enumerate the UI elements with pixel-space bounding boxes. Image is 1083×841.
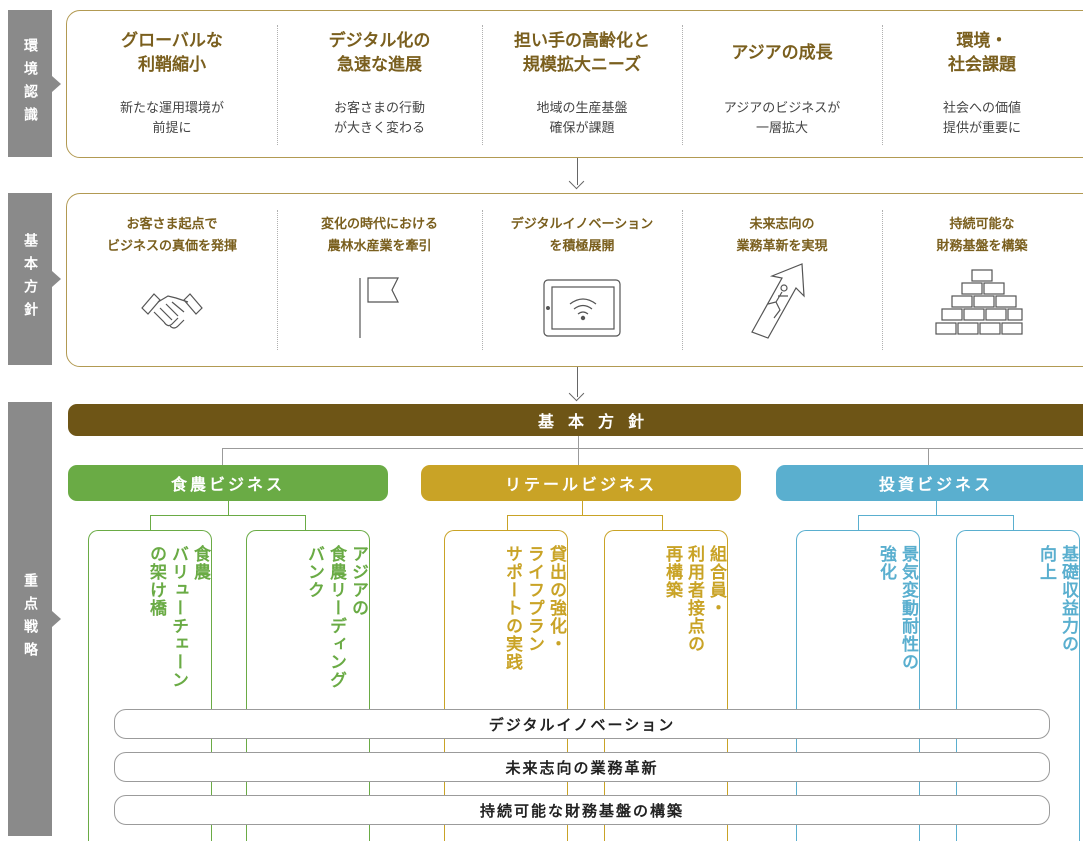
policy-title: 持続可能な 財務基盤を構築 <box>936 217 1028 254</box>
policy-item-5: 持続可能な 財務基盤を構築 <box>882 214 1082 344</box>
side-label-strategy: 重点戦略 <box>8 402 61 836</box>
business-food-agri: 食農ビジネス <box>68 465 388 501</box>
env-item-3: 担い手の高齢化と 規模拡大ニーズ 地域の生産基盤 確保が課題 <box>482 29 682 139</box>
strategy-box-2: アジアの 食農リーディング バンク <box>246 530 370 841</box>
policy-item-2: 変化の時代における 農林水産業を牽引 <box>277 214 482 342</box>
side-label-environment: 環境認識 <box>8 10 61 157</box>
env-text: アジアのビジネスが 一層拡大 <box>723 101 841 136</box>
divider <box>482 25 483 145</box>
env-item-5: 環境・ 社会課題 社会への価値 提供が重要に <box>882 29 1082 139</box>
env-title: アジアの成長 <box>731 43 833 63</box>
connector <box>228 501 229 515</box>
strategy-text: 組合員・ 利用者接点の 再構築 <box>662 545 726 653</box>
connector <box>222 448 223 465</box>
connector <box>936 501 937 515</box>
side-label-policy: 基本方針 <box>8 193 61 365</box>
connector <box>662 515 663 530</box>
strategy-text: 貸出の強化・ ライフプラン サポートの実践 <box>502 545 566 671</box>
business-retail: リテールビジネス <box>421 465 741 501</box>
handshake-icon <box>141 293 203 329</box>
strategy-text: 食農 バリューチェーン の架け橋 <box>146 545 210 689</box>
env-item-1: グローバルな 利鞘縮小 新たな運用環境が 前提に <box>67 29 277 139</box>
env-title: デジタル化の 急速な進展 <box>328 31 431 75</box>
env-title: グローバルな 利鞘縮小 <box>121 31 223 75</box>
connector <box>305 515 306 530</box>
strategy-text: 基礎収益力の 向上 <box>1036 545 1078 653</box>
divider <box>277 210 278 350</box>
policy-title: 未来志向の 業務革新を実現 <box>736 217 828 254</box>
divider <box>277 25 278 145</box>
env-text: お客さまの行動 が大きく変わる <box>333 101 425 136</box>
strategy-text: アジアの 食農リーディング バンク <box>304 545 368 689</box>
down-arrow-icon <box>577 367 587 397</box>
flag-icon <box>358 277 399 338</box>
policy-title: デジタルイノベーション を積極展開 <box>510 217 654 254</box>
cross-cutting-business-reform: 未来志向の業務革新 <box>114 752 1050 782</box>
divider <box>882 25 883 145</box>
policy-panel: お客さま起点で ビジネスの真価を発揮 変化の時代における 農林水産業を牽引 デジ… <box>66 193 1083 367</box>
policy-banner: 基本方針 <box>68 404 1083 436</box>
strategy-text: 景気変動耐性の 強化 <box>876 545 918 671</box>
business-investment: 投資ビジネス <box>776 465 1083 501</box>
connector <box>578 436 579 465</box>
strategy-box-6: 基礎収益力の 向上 <box>956 530 1080 841</box>
strategy-box-5: 景気変動耐性の 強化 <box>796 530 920 841</box>
env-title: 担い手の高齢化と 規模拡大ニーズ <box>514 31 650 75</box>
divider <box>882 210 883 350</box>
policy-item-3: デジタルイノベーション を積極展開 <box>482 214 682 342</box>
connector <box>858 515 859 530</box>
down-arrow-icon <box>577 158 587 185</box>
env-text: 新たな運用環境が 前提に <box>119 101 224 136</box>
policy-item-4: 未来志向の 業務革新を実現 <box>682 214 882 346</box>
divider <box>682 210 683 350</box>
connector <box>507 515 508 530</box>
env-text: 社会への価値 提供が重要に <box>942 101 1021 136</box>
divider <box>682 25 683 145</box>
env-text: 地域の生産基盤 確保が課題 <box>536 101 628 136</box>
policy-title: 変化の時代における 農林水産業を牽引 <box>320 217 438 254</box>
strategy-box-1: 食農 バリューチェーン の架け橋 <box>88 530 212 841</box>
connector <box>1013 515 1014 530</box>
brick-pyramid-icon <box>935 269 1023 335</box>
cross-cutting-financial-base: 持続可能な財務基盤の構築 <box>114 795 1050 825</box>
runner-arrow-icon <box>751 263 805 339</box>
cross-cutting-digital: デジタルイノベーション <box>114 709 1050 739</box>
divider <box>482 210 483 350</box>
tablet-wifi-icon <box>543 279 621 337</box>
environment-panel: グローバルな 利鞘縮小 新たな運用環境が 前提に デジタル化の 急速な進展 お客… <box>66 10 1083 158</box>
strategy-box-4: 組合員・ 利用者接点の 再構築 <box>604 530 728 841</box>
connector <box>507 515 662 516</box>
strategy-box-3: 貸出の強化・ ライフプラン サポートの実践 <box>444 530 568 841</box>
connector <box>222 448 1083 449</box>
env-item-2: デジタル化の 急速な進展 お客さまの行動 が大きく変わる <box>277 29 482 139</box>
connector <box>858 515 1013 516</box>
env-item-4: アジアの成長 アジアのビジネスが 一層拡大 <box>682 41 882 139</box>
connector <box>150 515 151 530</box>
connector <box>582 501 583 515</box>
env-title: 環境・ 社会課題 <box>948 31 1016 75</box>
policy-item-1: お客さま起点で ビジネスの真価を発揮 <box>67 214 277 344</box>
policy-title: お客さま起点で ビジネスの真価を発揮 <box>106 217 237 254</box>
connector <box>928 448 929 465</box>
connector <box>150 515 305 516</box>
